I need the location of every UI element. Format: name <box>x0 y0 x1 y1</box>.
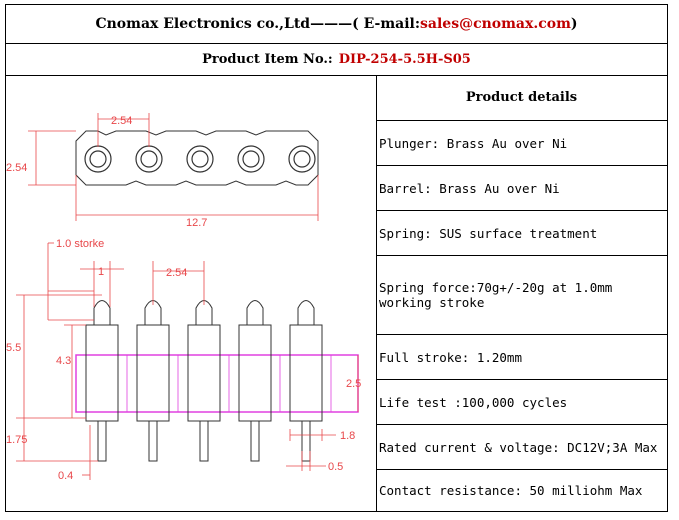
dim-height-top: 2.54 <box>6 162 27 174</box>
pin <box>289 300 323 462</box>
top-holes <box>84 145 316 173</box>
detail-contact-resistance: Contact resistance: 50 milliohm Max <box>379 483 643 498</box>
item-label: Product Item No.: <box>202 51 333 67</box>
dim-pitch-side: 2.54 <box>166 267 187 279</box>
dim-pitch-top: 2.54 <box>111 115 132 127</box>
detail-rated: Rated current & voltage: DC12V;3A Max <box>376 425 667 470</box>
top-dimensions <box>28 113 319 221</box>
dim-barrel-dia: 1.8 <box>340 430 355 442</box>
pin <box>85 300 119 462</box>
pin <box>238 300 272 462</box>
spring-force-line1: Spring force:70g+/-20g at 1.0mm <box>379 280 613 295</box>
email-link[interactable]: sales@cnomax.com <box>420 16 571 32</box>
dim-length-top: 12.7 <box>186 217 207 229</box>
insulator-dividers <box>126 355 332 412</box>
dim-insulator-height: 2.5 <box>346 378 361 390</box>
dim-body-height: 4.3 <box>56 355 71 367</box>
dim-total-height: 5.5 <box>6 342 21 354</box>
dim-tail-dia: 0.5 <box>328 461 343 473</box>
product-item-row: Product Item No.: DIP-254-5.5H-S05 <box>6 43 667 76</box>
detail-spring-force: Spring force:70g+/-20g at 1.0mm working … <box>376 256 667 335</box>
side-view: 1.0 storke 1 2.54 5.5 4.3 2.5 1.75 1.8 0… <box>6 238 361 482</box>
dim-stroke: 1.0 storke <box>56 238 104 250</box>
spring-force-line2: working stroke <box>379 295 485 310</box>
technical-drawing: 2.54 2.54 12.7 <box>6 75 377 511</box>
detail-life-test: Life test :100,000 cycles <box>376 380 667 425</box>
pin <box>187 300 221 462</box>
top-view: 2.54 2.54 12.7 <box>6 113 319 229</box>
dim-tail-length: 1.75 <box>6 434 27 446</box>
drawing-svg: 2.54 2.54 12.7 <box>6 113 361 482</box>
detail-barrel: Barrel: Brass Au over Ni <box>376 166 667 211</box>
dim-bottom-gap: 0.4 <box>58 470 73 482</box>
header-row: Cnomax Electronics co.,Ltd———( E-mail: s… <box>6 5 667 44</box>
details-title: Product details <box>376 75 667 121</box>
top-outline <box>75 130 319 186</box>
spec-sheet: Cnomax Electronics co.,Ltd———( E-mail: s… <box>5 4 668 512</box>
pins <box>85 300 323 462</box>
product-details-table: Product details Plunger: Brass Au over N… <box>376 75 667 511</box>
detail-plunger: Plunger: Brass Au over Ni <box>376 121 667 166</box>
dim-tip-width: 1 <box>98 266 104 278</box>
item-code: DIP-254-5.5H-S05 <box>338 51 471 67</box>
detail-spring: Spring: SUS surface treatment <box>376 211 667 256</box>
detail-full-stroke: Full stroke: 1.20mm <box>376 335 667 380</box>
header-close: ) <box>570 16 578 32</box>
pin <box>136 300 170 462</box>
side-dimensions <box>16 242 359 480</box>
company-text: Cnomax Electronics co.,Ltd———( E-mail: <box>95 16 421 32</box>
